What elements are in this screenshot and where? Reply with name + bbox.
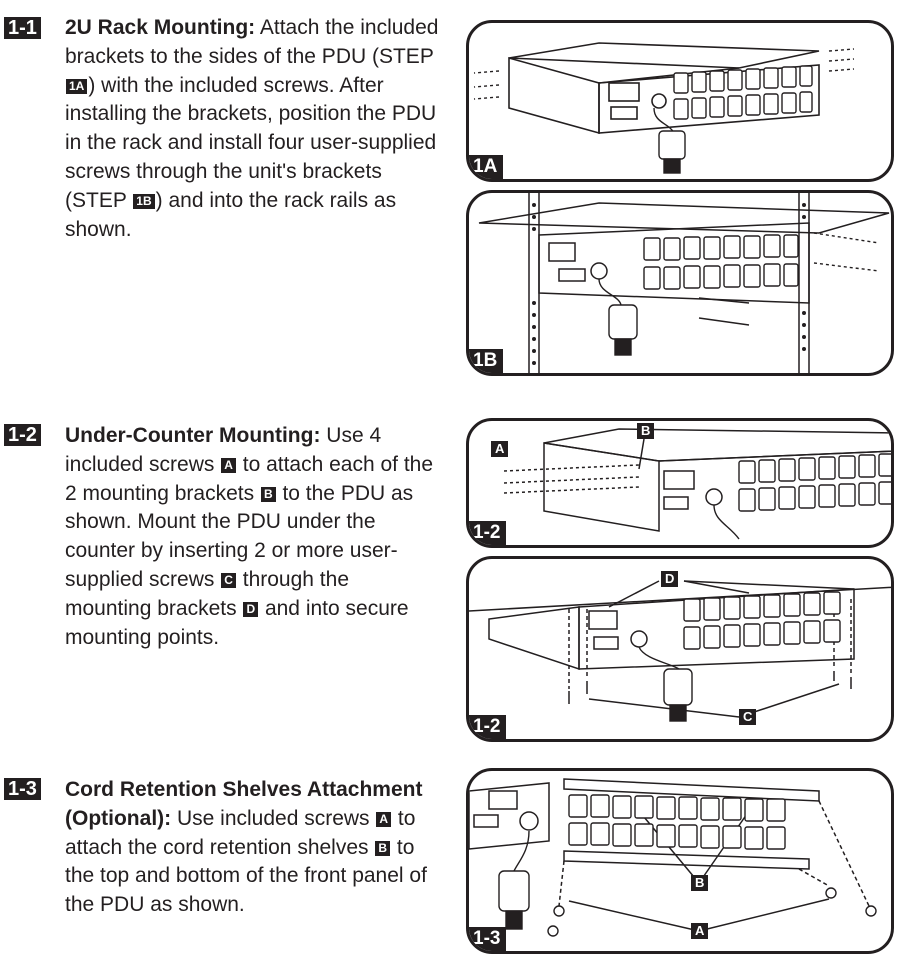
- step-body: Use 4 included screws: [65, 424, 382, 476]
- pdu-cord-shelf-illustration: [469, 778, 877, 937]
- step-text: Under-Counter Mounting: Use 4 included s…: [65, 422, 440, 652]
- step-body: to the top and bottom of the front panel…: [65, 835, 427, 917]
- step-text: Cord Retention Shelves Attachment (Optio…: [65, 776, 435, 920]
- outlet-bank: [673, 65, 813, 120]
- step-ref-badge: 1B: [133, 193, 155, 209]
- step-body: through the mounting brackets: [65, 567, 349, 620]
- step-badge: 1-2: [4, 424, 41, 446]
- callout-a: A: [491, 441, 509, 457]
- step-body: to attach the cord retention shelves: [65, 806, 416, 859]
- callout-c: C: [739, 709, 757, 725]
- step-body: Use included screws: [171, 806, 376, 830]
- outlet-bank: [738, 453, 891, 512]
- step-badge: 1-3: [4, 778, 41, 800]
- step-ref-badge: B: [260, 486, 276, 502]
- step-text: 2U Rack Mounting: Attach the included br…: [65, 14, 440, 244]
- step-ref-badge: A: [376, 811, 392, 827]
- figure-label: 1B: [469, 349, 504, 373]
- step-ref-badge: C: [221, 572, 236, 588]
- step-ref-badge: D: [243, 601, 259, 617]
- step-title: Cord Retention Shelves Attachment (Optio…: [65, 778, 423, 830]
- step-body: to attach each of the 2 mounting bracket…: [65, 452, 434, 505]
- step-body: ) with the included screws. After instal…: [65, 73, 437, 212]
- rack-holes: [532, 203, 806, 365]
- figure-1b: 1B: [466, 190, 894, 376]
- callout-a: A: [691, 923, 709, 939]
- step-ref-badge: A: [221, 457, 236, 473]
- step-body: Attach the included brackets to the side…: [65, 16, 439, 68]
- step-badge: 1-1: [4, 17, 41, 39]
- figure-label: 1-2: [469, 715, 507, 739]
- step-body: and into secure mounting points.: [65, 596, 409, 649]
- figure-1-2-counter: D C 1-2: [466, 556, 894, 742]
- step-ref-badge: 1A: [66, 78, 88, 94]
- figure-1a: 1A: [466, 20, 894, 182]
- figure-label: 1-2: [469, 521, 507, 545]
- callout-b: B: [637, 423, 655, 439]
- pdu-bracket-illustration: [473, 42, 855, 174]
- figure-1-2-brackets: A B 1-2: [466, 418, 894, 548]
- pdu-undercounter-bracket-illustration: [503, 428, 891, 540]
- step-title: 2U Rack Mounting:: [65, 16, 256, 39]
- outlet-bank: [568, 794, 786, 850]
- pdu-rack-illustration: [478, 193, 890, 373]
- callout-d: D: [661, 571, 679, 587]
- outlet-bank: [643, 234, 799, 290]
- figure-label: 1A: [469, 155, 504, 179]
- step-body: ) and into the rack rails as shown.: [65, 188, 397, 241]
- figure-1-3: B A 1-3: [466, 768, 894, 954]
- figure-label: 1-3: [469, 927, 507, 951]
- outlet-bank: [683, 591, 841, 650]
- pdu-counter-mount-illustration: [469, 580, 891, 722]
- step-body: to the PDU as shown. Mount the PDU under…: [65, 481, 414, 591]
- step-title: Under-Counter Mounting:: [65, 424, 321, 447]
- callout-b: B: [691, 875, 709, 891]
- step-ref-badge: B: [375, 840, 391, 856]
